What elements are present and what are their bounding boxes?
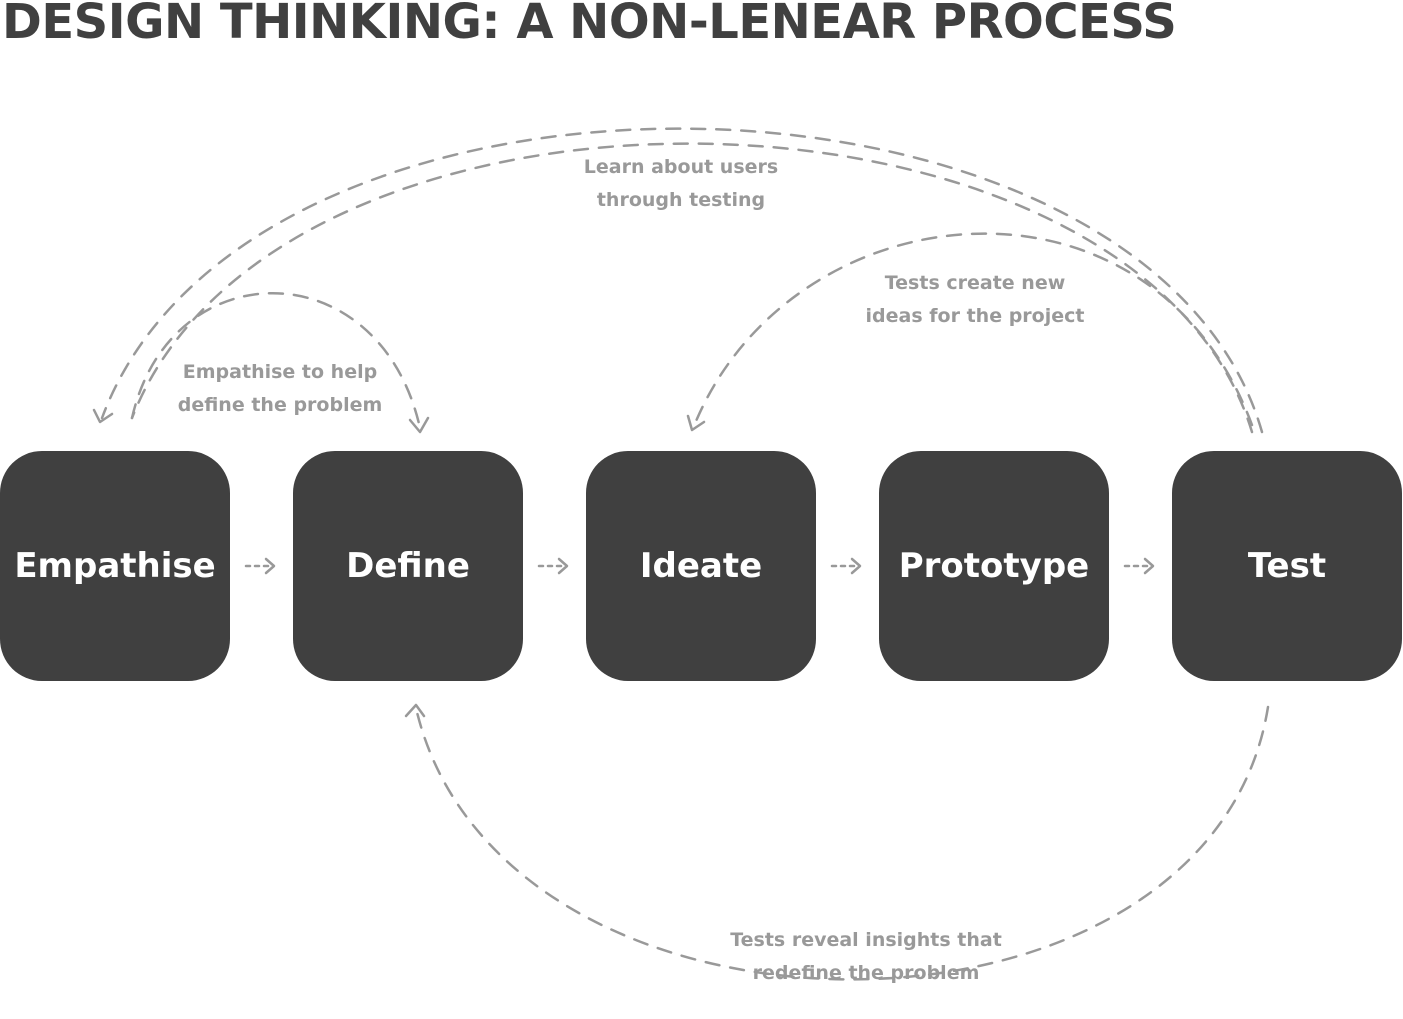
- loop-test-to-empathise-inner: [130, 142, 1254, 434]
- loop-test-to-empathise: [100, 127, 1264, 434]
- stage-label: Ideate: [639, 546, 763, 586]
- loop-test-to-ideate: [692, 232, 1254, 428]
- annotation-line: Empathise to help: [182, 361, 378, 383]
- annotation-tests-create-new-ideas: Tests create new ideas for the project: [866, 267, 1085, 333]
- annotation-line: through testing: [596, 189, 766, 211]
- stage-ideate: Ideate: [586, 451, 816, 681]
- stage-label: Define: [346, 546, 470, 586]
- stage-define: Define: [293, 451, 523, 681]
- annotation-tests-reveal-insights: Tests reveal insights that redefine the …: [730, 924, 1002, 990]
- loop-empathise-to-define: [130, 292, 422, 430]
- dotted-arrow-right-icon: [537, 557, 569, 575]
- annotation-learn-about-users: Learn about users through testing: [584, 151, 778, 217]
- stage-label: Prototype: [898, 546, 1090, 586]
- stage-empathise: Empathise: [0, 451, 230, 681]
- dotted-arrow-right-icon: [244, 557, 276, 575]
- annotation-line: Learn about users: [583, 156, 779, 178]
- page-title: DESIGN THINKING: A NON-LENEAR PROCESS: [2, 0, 1177, 50]
- stage-label: Empathise: [14, 546, 216, 586]
- stage-label: Test: [1247, 546, 1327, 586]
- annotation-line: redefine the problem: [752, 962, 980, 984]
- loop-test-to-define: [414, 705, 1270, 981]
- stage-test: Test: [1172, 451, 1402, 681]
- annotation-line: ideas for the project: [865, 305, 1085, 327]
- loop-test-to-ideate-arrowhead: [686, 414, 706, 432]
- annotation-empathise-to-help: Empathise to help define the problem: [178, 356, 383, 422]
- loop-empathise-to-define-arrowhead: [408, 416, 430, 434]
- annotation-line: define the problem: [177, 394, 383, 416]
- loop-test-to-empathise-arrowhead: [92, 408, 114, 424]
- dotted-arrow-right-icon: [830, 557, 862, 575]
- annotation-line: Tests reveal insights that: [730, 929, 1002, 951]
- loop-test-to-define-arrowhead: [404, 703, 426, 718]
- stage-prototype: Prototype: [879, 451, 1109, 681]
- annotation-line: Tests create new: [884, 272, 1066, 294]
- dotted-arrow-right-icon: [1123, 557, 1155, 575]
